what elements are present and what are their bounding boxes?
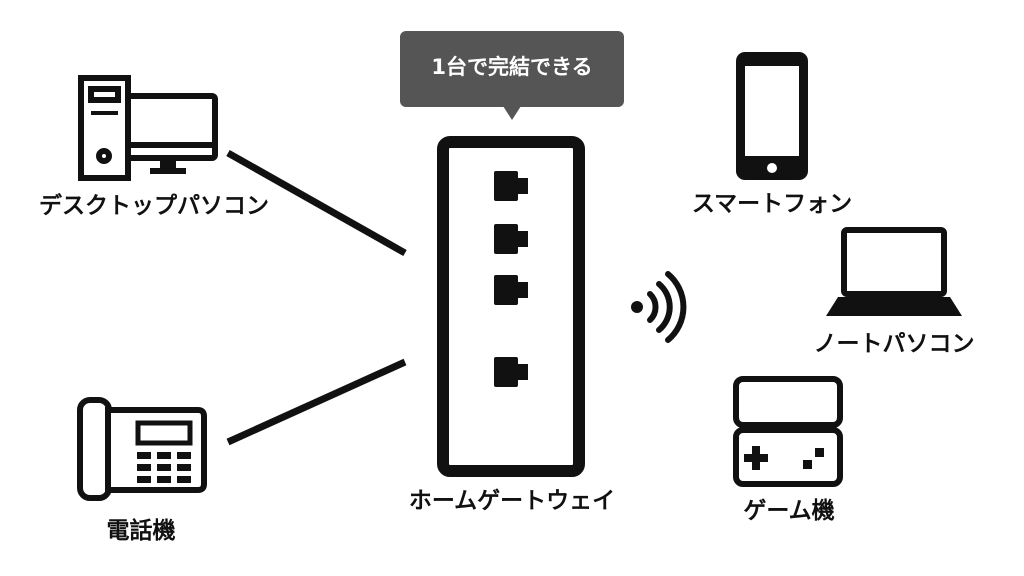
wifi-signal-icon xyxy=(631,271,687,343)
game-console-label: ゲーム機 xyxy=(743,498,835,524)
wired-link-desktop xyxy=(226,149,407,257)
wired-link-telephone xyxy=(226,358,407,446)
smartphone-label: スマートフォン xyxy=(691,191,853,217)
game-console-icon xyxy=(733,376,843,487)
laptop-label: ノートパソコン xyxy=(813,331,975,357)
ethernet-port-icon xyxy=(494,171,528,201)
callout-text: 1台で完結できる xyxy=(431,55,593,79)
smartphone-icon xyxy=(736,52,808,180)
gateway-router-icon xyxy=(437,136,585,477)
telephone-label: 電話機 xyxy=(106,518,176,544)
desktop-pc-icon xyxy=(78,75,218,181)
ethernet-port-icon xyxy=(494,275,528,305)
callout-bubble: 1台で完結できる xyxy=(400,31,624,120)
laptop-icon xyxy=(826,227,962,316)
gateway-label: ホームゲートウェイ xyxy=(408,488,616,514)
ethernet-port-icon xyxy=(494,357,528,387)
ethernet-port-icon xyxy=(494,224,528,254)
telephone-icon xyxy=(77,397,207,501)
desktop-pc-label: デスクトップパソコン xyxy=(39,193,269,219)
